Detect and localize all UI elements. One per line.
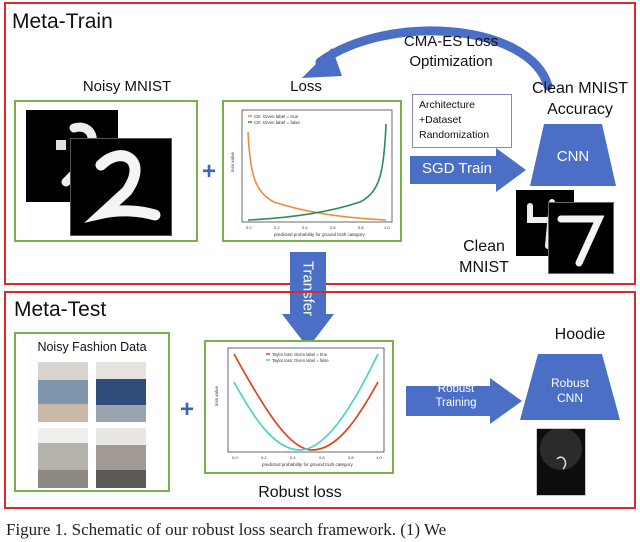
robust-training-arrow xyxy=(406,378,522,424)
taylor-legend-true: Taylor loss: Given label = true xyxy=(272,352,328,357)
fashion-photo-icon xyxy=(96,362,146,422)
ce-ylabel: loss value xyxy=(230,151,235,172)
sgd-train-label: SGD Train xyxy=(422,160,493,177)
taylor-false-curve xyxy=(233,353,379,451)
taylor-loss-plot-box: Taylor loss: Given label = true Taylor l… xyxy=(204,340,394,474)
ce-xtick: 1.0 xyxy=(384,225,390,230)
taylor-xtick: 0.6 xyxy=(319,455,325,460)
taylor-loss-plot: Taylor loss: Given label = true Taylor l… xyxy=(214,347,385,467)
taylor-true-curve xyxy=(233,353,379,451)
curved-arrow-icon xyxy=(302,26,553,91)
noisy-mnist-box xyxy=(14,100,198,242)
ce-legend-false: CE: Given label = false xyxy=(254,120,300,125)
ce-true-curve xyxy=(247,131,387,221)
fashion-photo-icon xyxy=(96,428,146,488)
ce-false-curve xyxy=(247,123,387,221)
ce-xtick: 0.4 xyxy=(302,225,308,230)
taylor-xtick: 0.0 xyxy=(232,455,238,460)
clean-accuracy-label: Clean MNIST Accuracy xyxy=(531,80,629,118)
taylor-xtick: 0.8 xyxy=(348,455,354,460)
ce-loss-plot-box: CE: Given label = true CE: Given label =… xyxy=(222,100,402,242)
optimization-label: CMA-ES Loss Optimization xyxy=(403,33,499,70)
clean-mnist-label: Clean MNIST xyxy=(459,238,509,276)
ce-loss-plot: CE: Given label = true CE: Given label =… xyxy=(230,109,393,237)
digit-image-icon xyxy=(70,138,172,236)
noisy-mnist-label: Noisy MNIST xyxy=(82,78,172,95)
noisy-fashion-label: Noisy Fashion Data xyxy=(37,340,147,354)
plus-icon: + xyxy=(180,396,195,423)
ce-xtick: 0.2 xyxy=(274,225,280,230)
ce-xtick: 0.6 xyxy=(330,225,336,230)
ce-xtick: 0.0 xyxy=(246,225,252,230)
figure-caption: Figure 1. Schematic of our robust loss s… xyxy=(6,520,447,539)
fashion-photo-icon xyxy=(38,428,88,488)
taylor-xtick: 1.0 xyxy=(376,455,382,460)
robust-cnn-label: Robust CNN xyxy=(550,376,590,405)
robust-loss-label: Robust loss xyxy=(258,484,342,501)
taylor-xtick: 0.2 xyxy=(261,455,267,460)
sgd-train-arrow xyxy=(410,148,526,192)
cnn-label: CNN xyxy=(556,148,590,165)
taylor-ylabel: loss value xyxy=(214,385,219,406)
fashion-photo-icon xyxy=(536,428,586,496)
taylor-xlabel: predicted probability for ground truth c… xyxy=(262,462,354,467)
plus-icon: + xyxy=(202,158,217,185)
ce-xlabel: predicted probability for ground truth c… xyxy=(274,232,366,237)
ce-legend-true: CE: Given label = true xyxy=(254,114,299,119)
taylor-legend-false: Taylor loss: Given label = false xyxy=(272,358,329,363)
digit-image-icon xyxy=(548,202,614,274)
noisy-fashion-box: Noisy Fashion Data xyxy=(14,332,170,492)
cnn-trapezoid-icon xyxy=(530,124,616,186)
fashion-photo-icon xyxy=(38,362,88,422)
meta-train-title: Meta-Train xyxy=(12,10,113,33)
transfer-arrow xyxy=(282,252,334,348)
hoodie-label: Hoodie xyxy=(554,326,606,343)
robust-training-label: Robust Training xyxy=(435,383,477,409)
taylor-xtick: 0.4 xyxy=(290,455,296,460)
meta-test-panel xyxy=(4,291,636,509)
ce-xtick: 0.8 xyxy=(358,225,364,230)
cnn-trapezoid-icon xyxy=(520,354,620,420)
loss-label: Loss xyxy=(290,78,322,95)
randomization-box: Architecture +Dataset Randomization xyxy=(412,94,512,148)
meta-test-title: Meta-Test xyxy=(14,298,107,321)
